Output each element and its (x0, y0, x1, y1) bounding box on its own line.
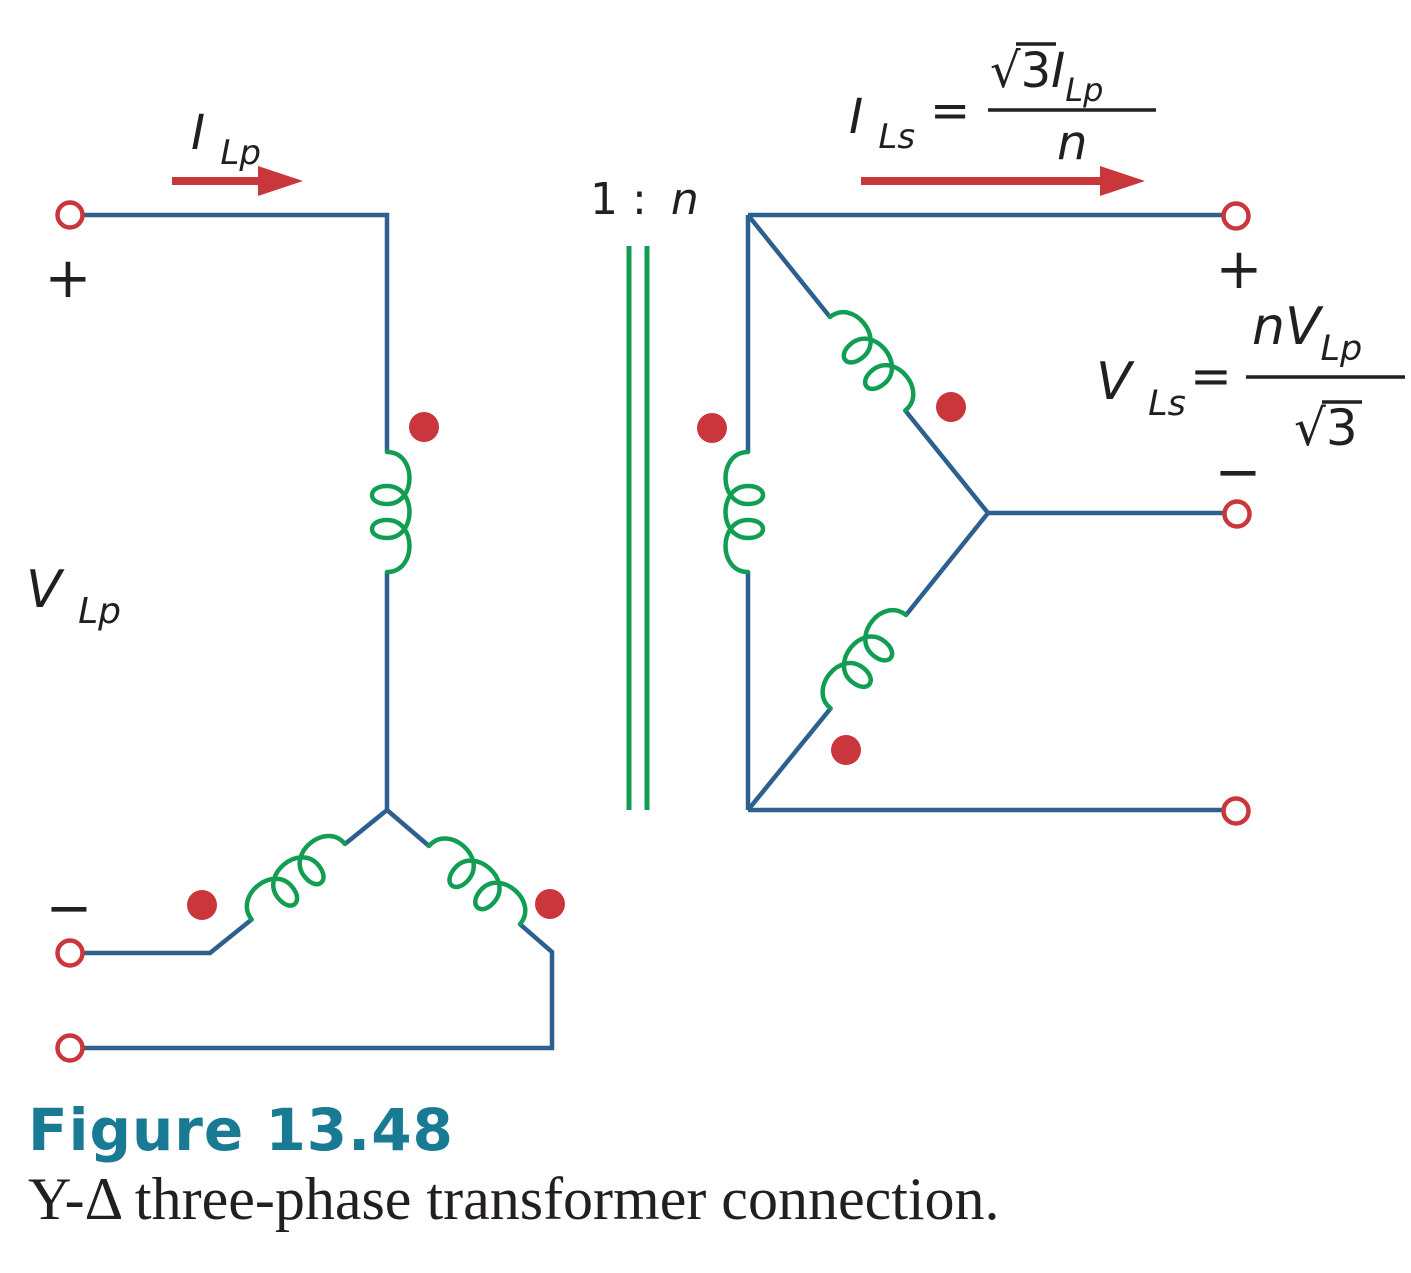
terminal-secondary-top (1221, 201, 1251, 231)
label-primary-voltage: V Lp (26, 560, 121, 632)
numerator-sub: Lp (1321, 329, 1363, 369)
diagram-labels: I Lp + V Lp − 1 : n I Ls = √3ILp (26, 42, 1405, 941)
wire-delta-botdiag-stub2 (746, 706, 833, 812)
turns-ratio-variable: n (671, 174, 699, 225)
wire-delta-botdiag-stub1 (904, 511, 990, 617)
wire-delta-topdiag-stub2 (903, 409, 990, 515)
primary-voltage-sub: Lp (78, 591, 121, 632)
secondary-voltage-lhs: V Ls (1096, 352, 1186, 424)
figure-caption-block: Figure 13.48 Y-Δ three-phase transformer… (28, 1100, 1398, 1229)
secondary-voltage-sub: Ls (1148, 384, 1186, 424)
wire-y-right-lower-stub (84, 922, 555, 1051)
radicand: 3 (1326, 399, 1358, 457)
primary-current-base: I (191, 105, 205, 161)
wire-y-right-upper-stub (385, 808, 431, 848)
wire-y-left-lower-stub (84, 917, 254, 956)
secondary-voltage-denominator: √3 (1294, 399, 1358, 457)
secondary-voltage-equals: = (1190, 347, 1232, 405)
minus-sign-primary: − (46, 876, 93, 941)
wire-y-left-upper-stub (343, 808, 389, 846)
plus-sign-secondary: + (1216, 237, 1263, 302)
figure-description: Y-Δ three-phase transformer connection. (28, 1165, 1000, 1232)
transformer-core (626, 246, 650, 810)
windings (244, 309, 916, 927)
primary-current-sub: Lp (220, 133, 261, 173)
wires (84, 212, 1223, 1051)
winding-secondary-b (827, 309, 916, 413)
winding-primary-c (426, 836, 528, 927)
secondary-current-denominator: n (1057, 115, 1087, 171)
terminal-primary-bottom (55, 1033, 85, 1063)
dot-primary-b (187, 890, 217, 920)
numerator-coefficient: nV (1252, 297, 1324, 357)
terminals (55, 200, 1252, 1063)
winding-secondary-a (723, 449, 766, 575)
terminal-secondary-mid (1222, 499, 1252, 529)
label-primary-current: I Lp (191, 105, 261, 173)
primary-voltage-base: V (26, 560, 65, 620)
wire-delta-topdiag-stub1 (746, 213, 832, 319)
turns-ratio-prefix: 1 : (590, 174, 647, 225)
current-arrows (172, 166, 1145, 196)
terminal-primary-mid (55, 938, 85, 968)
secondary-current-sub: Ls (878, 117, 915, 157)
secondary-current-arrow-icon (861, 166, 1145, 196)
numerator-base: I (1051, 43, 1065, 99)
radicand: 3 (1021, 43, 1052, 99)
dot-primary-a (409, 412, 439, 442)
radical-sign: √ (1294, 399, 1326, 457)
winding-primary-b (244, 833, 348, 922)
secondary-current-equals: = (930, 83, 970, 139)
dot-secondary-a (697, 413, 727, 443)
plus-sign-primary: + (45, 246, 92, 311)
dot-secondary-b (936, 392, 966, 422)
figure-number: Figure 13.48 (28, 1096, 454, 1164)
numerator-sub: Lp (1065, 71, 1103, 109)
terminal-primary-top (55, 200, 85, 230)
secondary-current-lhs: I Ls (849, 89, 915, 157)
winding-secondary-c (820, 607, 909, 711)
dot-secondary-c (831, 735, 861, 765)
winding-primary-a (369, 449, 412, 575)
secondary-current-numerator: √3ILp (990, 43, 1103, 109)
circuit-diagram: I Lp + V Lp − 1 : n I Ls = √3ILp (26, 42, 1405, 1063)
minus-sign-secondary: − (1215, 440, 1262, 505)
dot-primary-c (535, 889, 565, 919)
secondary-voltage-base: V (1096, 352, 1135, 412)
formula-secondary-voltage: V Ls = nVLp √3 (1096, 297, 1405, 457)
terminal-secondary-bottom (1221, 796, 1251, 826)
secondary-current-base: I (849, 89, 863, 145)
secondary-voltage-numerator: nVLp (1252, 297, 1362, 369)
radical-sign: √ (990, 43, 1021, 99)
primary-current-arrow-icon (172, 166, 303, 196)
polarity-dots (187, 392, 966, 920)
label-turns-ratio: 1 : n (590, 174, 699, 225)
wire-primary-top (84, 212, 390, 452)
formula-secondary-current: I Ls = √3ILp n (849, 42, 1156, 171)
